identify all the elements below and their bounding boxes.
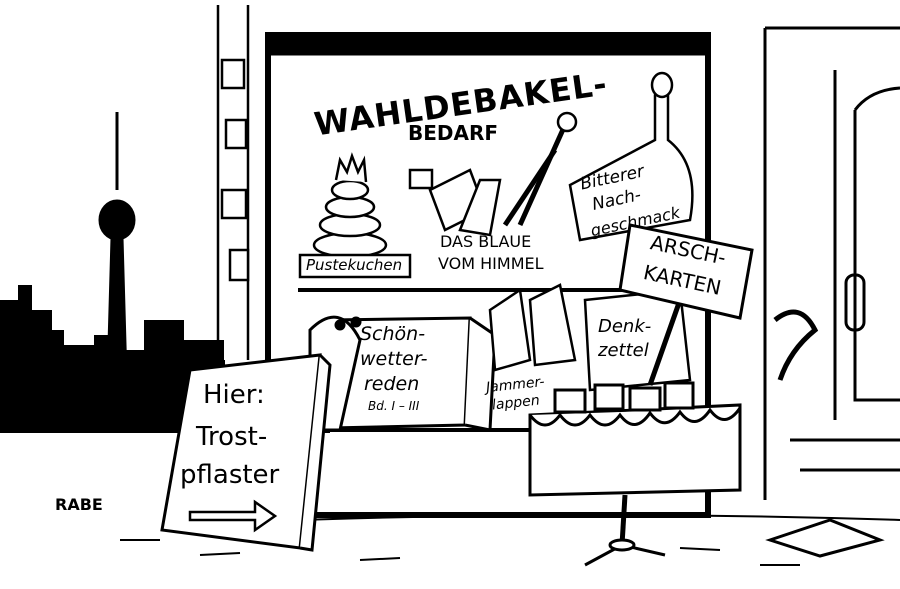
street-sign-line1: Hier: (203, 380, 265, 410)
book-volume: Bd. I – III (368, 399, 420, 413)
artist-signature: RABE (55, 495, 103, 514)
arschkarten-sign (618, 223, 754, 386)
trostpflaster-street-sign (160, 353, 332, 552)
rags-and-notes (488, 283, 692, 392)
notes-label-line1: Denk- (598, 316, 652, 337)
book-title-line3: reden (364, 373, 420, 395)
street-sign-line2: Trost- (196, 422, 268, 452)
bitter-bottle (568, 71, 694, 242)
tv-tower (98, 112, 136, 381)
notes-label-line2: zettel (598, 340, 649, 361)
paint-tubes-and-brushes (408, 111, 578, 237)
shop-sign-line2: BEDARF (408, 121, 499, 145)
brick-pillar (216, 5, 250, 360)
box-label-line2: VOM HIMMEL (438, 254, 544, 273)
pustekuchen-cake (298, 152, 412, 279)
street-sign-line3: pflaster (180, 460, 280, 490)
box-label-line1: DAS BLAUE (440, 232, 532, 251)
sidewalk-display-stand (528, 381, 742, 567)
cake-label: Pustekuchen (306, 256, 403, 274)
shop-door (763, 26, 900, 558)
book-title-line2: wetter- (360, 348, 428, 370)
book-title-line1: Schön- (360, 323, 426, 345)
